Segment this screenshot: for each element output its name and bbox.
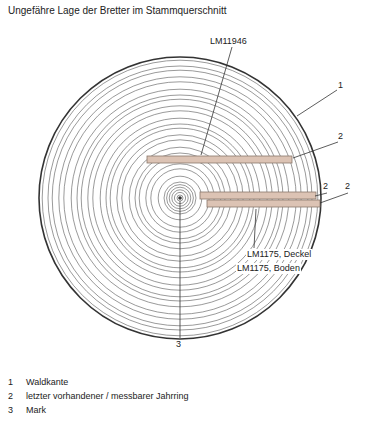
board xyxy=(147,156,292,163)
legend-number: 1 xyxy=(8,377,13,388)
leader-lines xyxy=(180,47,348,338)
legend-number: 3 xyxy=(8,405,13,416)
board-label: LM1175, Deckel xyxy=(246,249,312,260)
board-label: LM11946 xyxy=(210,36,247,47)
legend-text: Waldkante xyxy=(26,377,68,388)
board xyxy=(200,192,316,199)
callout-number: 2 xyxy=(338,131,343,142)
pith xyxy=(178,196,182,200)
legend-text: Mark xyxy=(26,405,46,416)
legend-number: 2 xyxy=(8,391,13,402)
legend-text: letzter vorhandener / messbarer Jahrring xyxy=(26,391,189,402)
growth-ring xyxy=(177,195,183,201)
callout-number: 1 xyxy=(338,80,343,91)
diagram-title: Ungefähre Lage der Bretter im Stammquers… xyxy=(8,5,226,17)
callout-number: 3 xyxy=(176,339,181,350)
callout-number: 2 xyxy=(323,181,328,192)
board xyxy=(207,200,320,207)
callout-number: 2 xyxy=(345,181,350,192)
board-label: LM1175, Boden xyxy=(236,263,301,274)
bark-edge xyxy=(39,57,321,339)
